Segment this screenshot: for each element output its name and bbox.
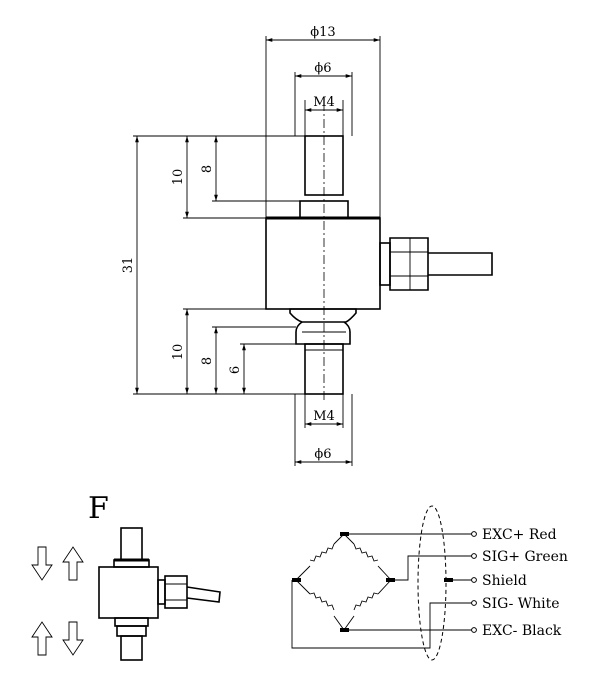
sensor-front-view	[265, 102, 493, 400]
dim-top-outer-dia: ϕ13	[310, 25, 335, 40]
gland-base	[379, 242, 391, 286]
bridge-circuit	[291, 505, 477, 661]
dim-top-thread: M4	[313, 95, 335, 110]
small-sensor-view	[98, 527, 221, 661]
arrow-up-icon	[62, 546, 84, 581]
dim-bottom-pin-dia: ϕ6	[314, 447, 331, 462]
wire-label-sig-minus: SIG- White	[482, 596, 560, 612]
gland-nut	[389, 237, 429, 291]
dim-total-length: 31	[121, 257, 136, 274]
small-body	[98, 566, 159, 619]
dim-bottom-height-8: 8	[200, 357, 215, 365]
cable	[428, 252, 493, 276]
wire-label-sig-plus: SIG+ Green	[482, 549, 568, 565]
dimension-lines	[133, 36, 381, 466]
dim-bottom-height-10: 10	[171, 344, 186, 361]
dim-top-height-10: 10	[171, 169, 186, 186]
dim-bottom-height-6: 6	[228, 366, 243, 374]
main-body	[265, 217, 381, 310]
arrow-down-icon	[31, 546, 53, 581]
dim-top-height-8: 8	[200, 165, 215, 173]
wire-label-exc-minus: EXC- Black	[482, 623, 562, 639]
arrow-up-icon	[31, 621, 53, 656]
arrow-down-icon	[62, 621, 84, 656]
cable-bundle-outline	[417, 505, 447, 661]
lower-shoulder	[289, 308, 357, 323]
small-top-pin	[120, 527, 143, 561]
dim-top-pin-dia: ϕ6	[314, 61, 331, 76]
force-label: F	[88, 491, 109, 526]
dim-bottom-thread: M4	[313, 409, 335, 424]
lower-ring	[295, 321, 351, 345]
wire-label-shield: Shield	[482, 573, 527, 589]
load-direction-arrows	[31, 546, 84, 656]
wire-label-exc-plus: EXC+ Red	[482, 527, 557, 543]
small-bottom-pin	[120, 635, 143, 661]
